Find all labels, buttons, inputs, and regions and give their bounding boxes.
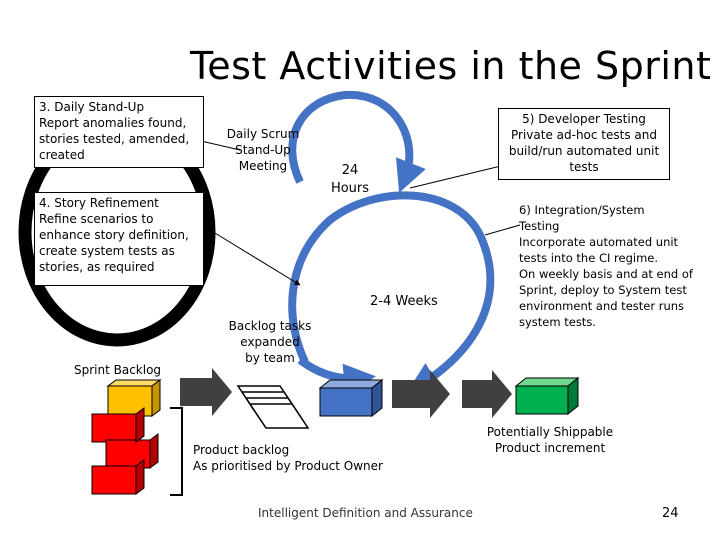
footer-text: Intelligent Definition and Assurance <box>258 506 473 520</box>
story-refinement-heading: 4. Story Refinement <box>39 196 159 210</box>
backlog-tasks-line-2: expanded <box>240 335 300 349</box>
backlog-tasks-label: Backlog tasks expanded by team <box>224 318 316 366</box>
developer-testing-heading: 5) Developer Testing <box>522 112 646 126</box>
integration-heading-1: 6) Integration/System <box>519 203 645 217</box>
developer-testing-line-1: Private ad-hoc tests and <box>511 128 657 142</box>
shippable-line-2: Product increment <box>494 441 606 455</box>
integration-line-3: On weekly basis and at end of <box>519 267 693 281</box>
daily-standup-line-2: stories tested, amended, <box>39 132 190 146</box>
flow-arrow-2 <box>392 370 450 418</box>
product-backlog-line-1: Product backlog <box>193 443 290 457</box>
daily-standup-box: 3. Daily Stand-Up Report anomalies found… <box>34 96 204 168</box>
backlog-bracket <box>170 407 183 496</box>
pointer-line-refinement <box>209 229 301 286</box>
integration-line-1: Incorporate automated unit <box>519 235 679 249</box>
product-backlog-label: Product backlog As prioritised by Produc… <box>193 442 393 474</box>
hours-number: 24 <box>341 163 359 178</box>
integration-line-6: system tests. <box>519 315 596 329</box>
developer-testing-box: 5) Developer Testing Private ad-hoc test… <box>498 108 670 180</box>
task-cards <box>236 385 310 429</box>
story-refinement-line-2: enhance story definition, <box>39 228 189 242</box>
daily-standup-heading: 3. Daily Stand-Up <box>39 100 145 114</box>
page-title: Test Activities in the Sprint <box>190 44 712 88</box>
backlog-tasks-line-3: by team <box>245 351 295 365</box>
integration-heading-2: Testing <box>519 219 560 233</box>
story-refinement-box: 4. Story Refinement Refine scenarios to … <box>34 192 204 286</box>
hours-unit: Hours <box>330 181 370 196</box>
hours-label: 24 Hours <box>320 162 380 198</box>
product-backlog-stack <box>91 379 162 495</box>
story-refinement-line-3: create system tests as <box>39 244 175 258</box>
daily-standup-line-3: created <box>39 148 85 162</box>
daily-scrum-line-2: Stand-Up <box>235 143 291 157</box>
pointer-line-integration <box>484 224 521 236</box>
story-refinement-line-1: Refine scenarios to <box>39 212 154 226</box>
page-number: 24 <box>662 506 679 521</box>
flow-arrow-3 <box>462 370 512 418</box>
story-refinement-line-4: stories, as required <box>39 260 155 274</box>
sprint-loop-arrow <box>288 191 495 394</box>
developer-testing-line-3: tests <box>569 160 599 174</box>
sprint-increment-block <box>318 378 384 418</box>
daily-standup-line-1: Report anomalies found, <box>39 116 187 130</box>
sprint-loop-tail <box>297 356 376 396</box>
backlog-tasks-line-1: Backlog tasks <box>228 319 312 333</box>
potentially-shippable-label: Potentially Shippable Product increment <box>482 424 618 456</box>
integration-line-2: tests into the CI regime. <box>519 251 658 265</box>
weeks-label: 2-4 Weeks <box>370 294 438 309</box>
shippable-line-1: Potentially Shippable <box>486 425 614 439</box>
integration-testing-text: 6) Integration/System Testing Incorporat… <box>519 202 709 330</box>
flow-arrow-1 <box>180 368 232 416</box>
daily-scrum-line-3: Meeting <box>238 159 288 173</box>
daily-scrum-label: Daily Scrum Stand-Up Meeting <box>218 126 308 174</box>
shippable-increment-block <box>514 376 580 416</box>
product-backlog-line-2: As prioritised by Product Owner <box>193 459 383 473</box>
daily-scrum-line-1: Daily Scrum <box>226 127 300 141</box>
sprint-backlog-label: Sprint Backlog <box>74 363 162 377</box>
pointer-line-devtest <box>409 164 506 189</box>
developer-testing-line-2: build/run automated unit <box>508 144 660 158</box>
integration-line-5: environment and tester runs <box>519 299 685 313</box>
integration-line-4: Sprint, deploy to System test <box>519 283 687 297</box>
daily-loop-arrow <box>288 90 426 193</box>
